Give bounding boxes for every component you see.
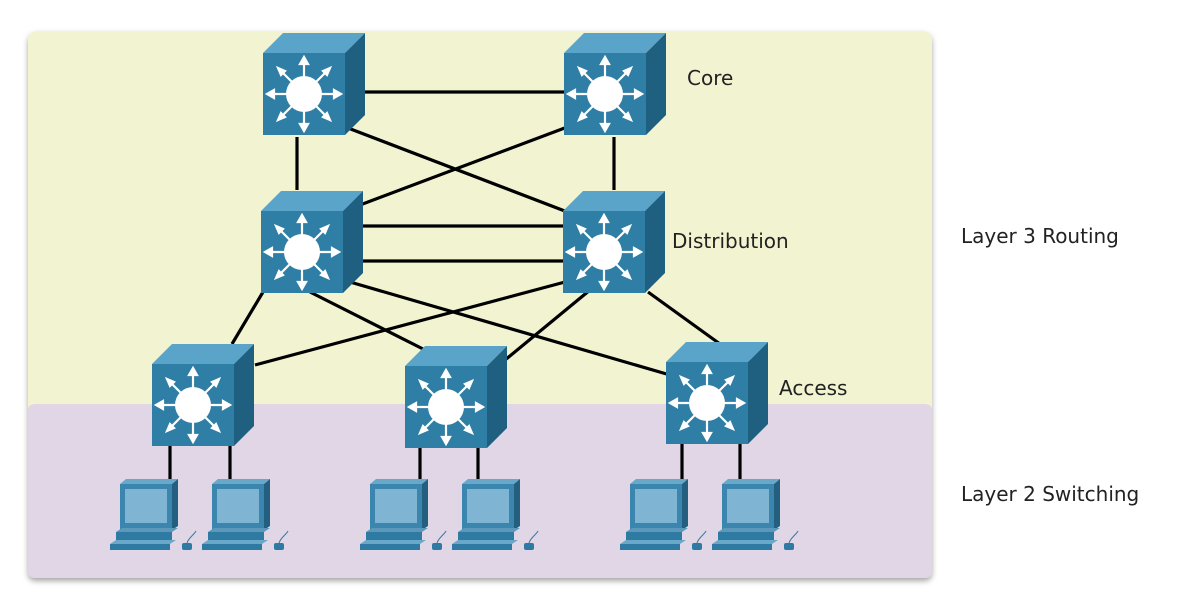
distribution-switch-right-icon [561, 189, 667, 295]
link-dist-left-access-middle [309, 290, 426, 352]
access-switch-middle-icon [403, 344, 509, 450]
access-switch-left-icon [150, 342, 256, 448]
layer2-switching-label: Layer 2 Switching [961, 482, 1140, 506]
link-dist-left-access-right [349, 280, 671, 377]
tier-label-core: Core [687, 66, 733, 90]
tier-label-distribution: Distribution [672, 229, 789, 253]
tier-label-access: Access [779, 376, 847, 400]
core-switch-right-icon [562, 31, 668, 137]
link-dist-right-access-right [647, 290, 721, 346]
distribution-switch-left-icon [259, 189, 365, 295]
link-dist-right-access-middle [503, 288, 592, 362]
access-switch-right-icon [664, 340, 770, 446]
link-dist-right-access-left [254, 280, 566, 367]
link-dist-left-access-left [230, 291, 265, 345]
layer3-routing-label: Layer 3 Routing [961, 224, 1119, 248]
links [168, 90, 742, 480]
core-switch-left-icon [261, 31, 367, 137]
layer3-zone [28, 31, 932, 410]
link-core-right-dist-left [351, 124, 571, 210]
link-core-left-dist-right [347, 126, 571, 215]
